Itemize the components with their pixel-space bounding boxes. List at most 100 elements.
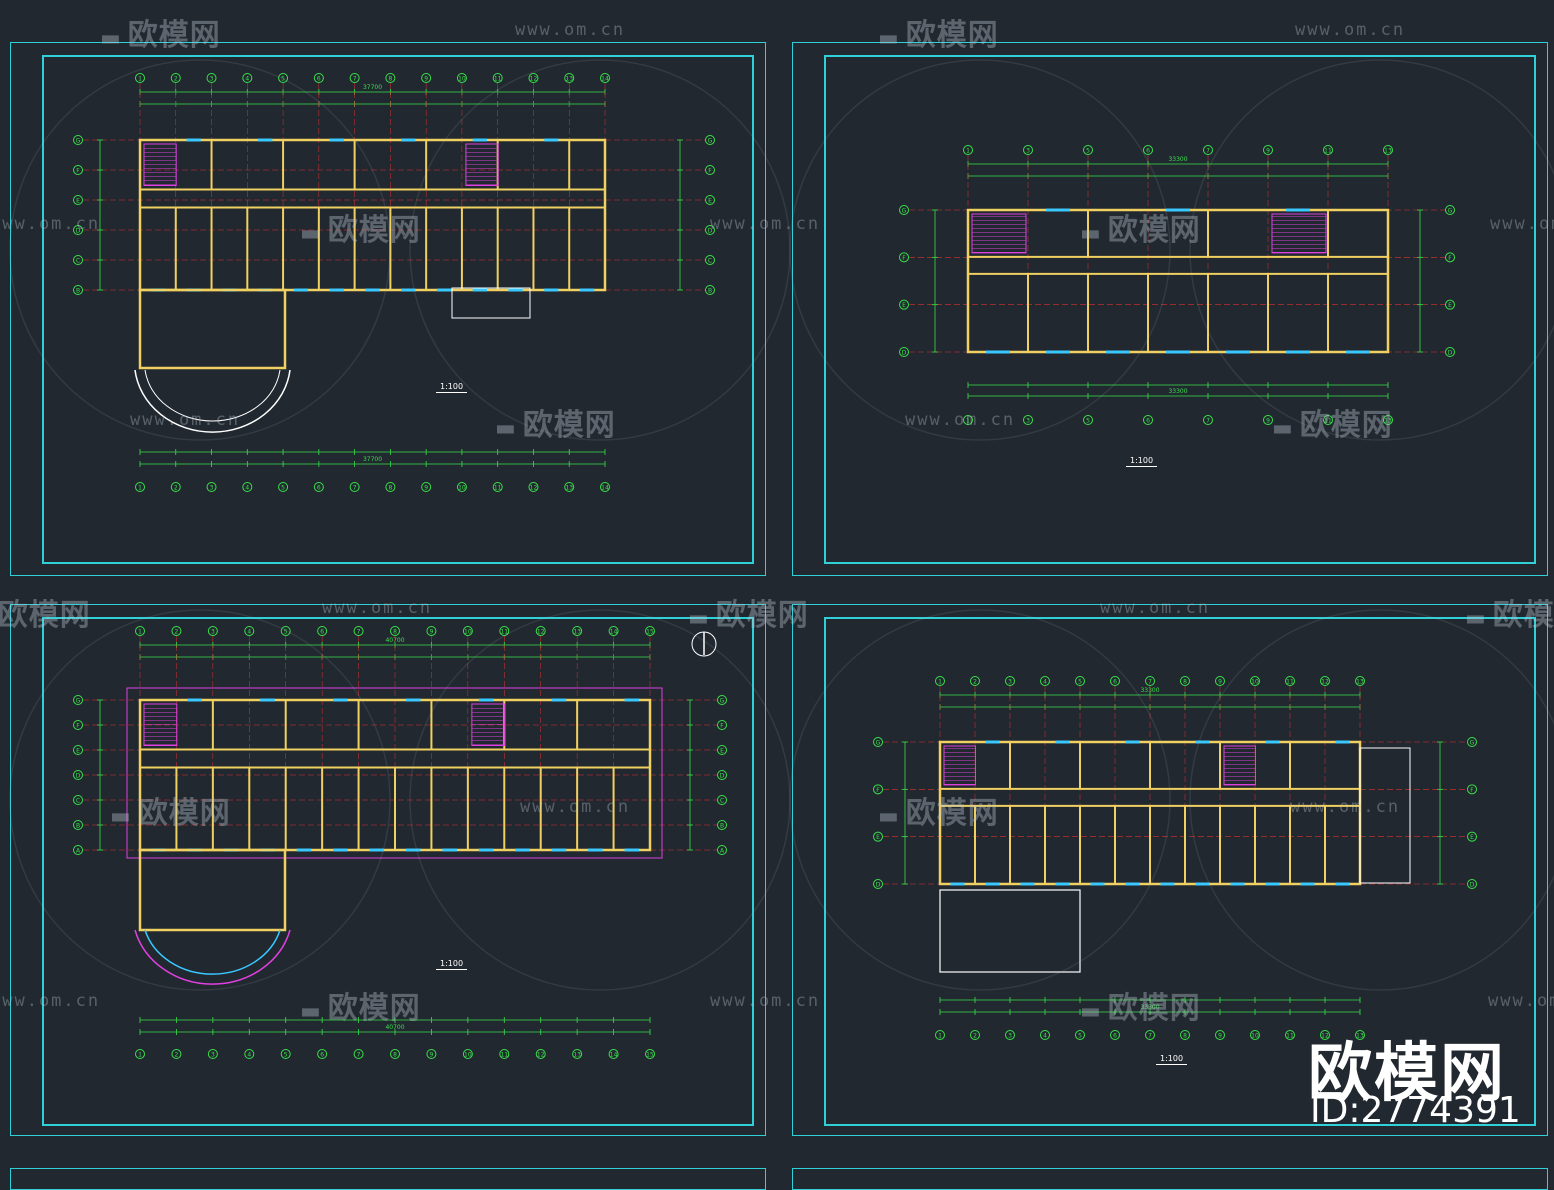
window [1090,882,1105,886]
axis-label: F [720,723,724,730]
window [1265,740,1280,744]
axis-bubble [1285,676,1295,686]
axis-bubble [1143,415,1153,425]
axis-bubble [492,73,503,83]
axis-label: 5 [1078,679,1082,686]
axis-label: B [708,288,712,295]
axis-label: D [1448,350,1453,357]
axis-label: 4 [247,629,251,636]
axis-bubble [426,1049,437,1059]
axis-label: D [708,228,713,235]
sheet-frame-top-left [10,42,766,576]
axis-bubble [899,299,909,310]
overall-dimension: 33300 [1168,156,1187,163]
axis-bubble [280,626,291,636]
axis-label: 6 [1113,679,1117,686]
window [624,698,640,702]
axis-bubble [705,285,715,295]
axis-bubble [717,820,727,830]
window [472,138,487,142]
axis-label: 4 [247,1052,251,1059]
window [365,288,380,292]
axis-label: 1 [966,418,970,425]
axis-label: 2 [175,1052,179,1059]
window [508,288,523,292]
axis-bubble [705,255,715,265]
window [260,698,275,702]
axis-bubble [1005,676,1015,686]
axis-label: 9 [424,485,428,492]
curved-wall [144,929,281,975]
corner-brand-id: ID:2774391 [1310,1090,1521,1131]
stair [943,745,976,786]
window [296,848,312,852]
axis-label: F [1470,787,1474,794]
axis-bubble [899,252,909,263]
axis-label: 6 [320,629,324,636]
axis-bubble [244,626,255,636]
axis-bubble [1023,145,1033,155]
window [1160,882,1175,886]
axis-bubble [135,1049,145,1059]
axis-label: 5 [281,76,285,83]
axis-bubble [963,145,973,155]
axis-label: 13 [1384,418,1392,425]
axis-label: 1 [938,679,942,686]
axis-label: 6 [317,485,321,492]
axis-label: 5 [1086,418,1090,425]
axis-label: 1 [938,1033,942,1040]
axis-bubble [1323,145,1333,155]
axis-label: 7 [1206,418,1210,425]
axis-label: 6 [320,1052,324,1059]
axis-bubble [1355,1030,1365,1040]
axis-bubble [572,1049,583,1059]
axis-label: 10 [458,485,466,492]
axis-label: 3 [211,629,215,636]
watermark-arc [9,609,391,991]
axis-bubble [873,784,883,795]
axis-bubble [645,626,655,636]
axis-bubble [1383,145,1393,155]
axis-label: 13 [573,629,581,636]
axis-label: F [76,723,80,730]
watermark-arc [409,609,791,991]
axis-bubble [499,1049,510,1059]
watermark-arc [789,59,1171,441]
axis-bubble [278,482,289,492]
axis-label: D [876,882,881,889]
axis-bubble [492,482,503,492]
axis-label: G [1470,740,1475,747]
axis-bubble [73,720,83,730]
axis-bubble [135,626,145,636]
axis-label: F [902,255,906,262]
axis-bubble [242,73,253,83]
axis-bubble [1445,299,1455,310]
axis-label: G [708,138,713,145]
axis-label: A [720,848,725,855]
axis-bubble [873,879,883,889]
axis-label: 5 [284,629,288,636]
stair [465,143,499,186]
axis-label: 11 [1324,418,1332,425]
axis-bubble [705,195,715,205]
axis-bubble [73,770,83,780]
axis-label: D [902,350,907,357]
axis-label: 4 [245,76,249,83]
window [401,288,416,292]
axis-bubble [717,845,727,855]
axis-bubble [1467,784,1477,795]
axis-bubble [645,1049,655,1059]
axis-label: 12 [537,629,545,636]
axis-label: 3 [1026,148,1030,155]
axis-label: 9 [1266,418,1270,425]
entrance-canopy [451,287,531,319]
axis-bubble [73,255,83,265]
axis-label: 6 [317,76,321,83]
axis-label: 9 [1266,148,1270,155]
axis-bubble [1445,347,1455,357]
window [551,698,567,702]
axis-label: G [720,698,725,705]
axis-label: 11 [1324,148,1332,155]
axis-label: 8 [388,485,392,492]
